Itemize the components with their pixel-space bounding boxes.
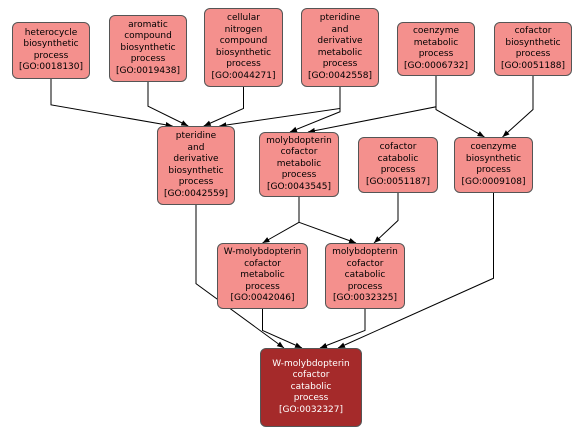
- node-label-line: process: [130, 54, 166, 65]
- node-label-line: derivative: [173, 154, 219, 164]
- node-label-line: process: [245, 281, 280, 292]
- edge-arrow: [50, 79, 173, 128]
- node-label-line: process: [380, 165, 416, 175]
- node-label-line: [GO:0032325]: [332, 293, 398, 304]
- node-label-line: W-molybdopterin: [223, 247, 302, 258]
- node-label-line: metabolic: [276, 158, 322, 169]
- node-label-line: biosynthetic: [23, 39, 79, 49]
- node-label-line: cofactor: [244, 258, 281, 269]
- node-label-line: compound: [124, 31, 172, 42]
- node-label-line: [GO:0032327]: [278, 404, 344, 415]
- node-label-line: biosynthetic: [120, 42, 176, 53]
- node-label-line: [GO:0009108]: [461, 176, 526, 187]
- node-label-line: [GO:0051188]: [500, 60, 566, 71]
- node-label-line: biosynthetic: [505, 37, 561, 48]
- edge-arrow: [262, 309, 303, 349]
- node-label-line: cofactor: [346, 258, 384, 269]
- edge-arrow: [147, 82, 189, 127]
- edge-arrow: [337, 193, 494, 349]
- node-label-line: and: [187, 142, 205, 153]
- node-label-line: process: [293, 393, 329, 404]
- edge-arrow: [373, 193, 399, 244]
- node-label-line: [GO:0042559]: [163, 188, 229, 199]
- node-label-line: [GO:0042558]: [307, 70, 373, 81]
- node-label-line: coenzyme: [470, 142, 517, 152]
- node-label-line: process: [515, 49, 551, 59]
- node-label-line: [GO:0018130]: [18, 62, 84, 72]
- edge-arrow: [203, 87, 244, 127]
- node-label-line: [GO:0042046]: [230, 293, 295, 304]
- node-label-line: process: [178, 177, 214, 187]
- node-label-line: [GO:0019438]: [115, 65, 181, 76]
- node-label-line: and: [331, 24, 349, 35]
- node-label-line: compound: [219, 36, 268, 46]
- node-label-line: cofactor: [292, 370, 330, 381]
- node-label-line: process: [33, 50, 69, 61]
- node-label-line: process: [322, 59, 358, 69]
- node-label-line: cofactor: [379, 142, 417, 152]
- edge-arrow: [435, 76, 485, 138]
- node-label-line: [GO:0006732]: [403, 60, 469, 71]
- edge-arrow: [319, 309, 366, 349]
- edge-arrow: [195, 205, 285, 349]
- node-label-line: pteridine: [175, 131, 217, 141]
- node-label-line: derivative: [317, 36, 363, 46]
- node-label-line: [GO:0051187]: [365, 176, 431, 187]
- edge-arrow: [502, 76, 534, 138]
- node-label-line: molybdopterin: [266, 135, 332, 146]
- node-label-line: aromatic: [128, 19, 168, 30]
- node-label-line: cofactor: [514, 26, 552, 36]
- node-label-line: [GO:0043545]: [266, 181, 332, 192]
- node-label-line: metabolic: [317, 47, 363, 58]
- node-label-line: nitrogen: [224, 24, 263, 35]
- node-label-line: [GO:0044271]: [211, 70, 276, 81]
- node-label-line: catabolic: [377, 153, 419, 164]
- edge-arrow: [262, 197, 300, 244]
- node-label-line: catabolic: [290, 381, 332, 392]
- node-label-line: heterocycle: [24, 27, 78, 38]
- node-label-line: cofactor: [280, 147, 318, 158]
- node-label-line: process: [281, 170, 317, 181]
- node-label-line: biosynthetic: [168, 165, 224, 176]
- node-label-line: metabolic: [240, 270, 285, 281]
- edge-arrow: [298, 197, 357, 244]
- node-label-line: W-molybdopterin: [272, 358, 350, 369]
- edge-arrow: [289, 87, 341, 133]
- node-label-line: molybdopterin: [332, 247, 398, 258]
- node-label-line: process: [418, 49, 454, 59]
- node-label-line: catabolic: [344, 270, 386, 281]
- node-label-line: process: [476, 165, 511, 175]
- node-label-line: coenzyme: [412, 26, 460, 36]
- edge-arrow: [219, 87, 341, 128]
- node-label-line: process: [226, 59, 261, 69]
- node-label-line: biosynthetic: [215, 47, 272, 58]
- node-label-line: pteridine: [319, 13, 361, 23]
- node-label-line: biosynthetic: [465, 153, 522, 164]
- node-label-line: process: [347, 281, 383, 292]
- node-label-line: cellular: [227, 13, 260, 23]
- node-label-line: metabolic: [413, 37, 459, 48]
